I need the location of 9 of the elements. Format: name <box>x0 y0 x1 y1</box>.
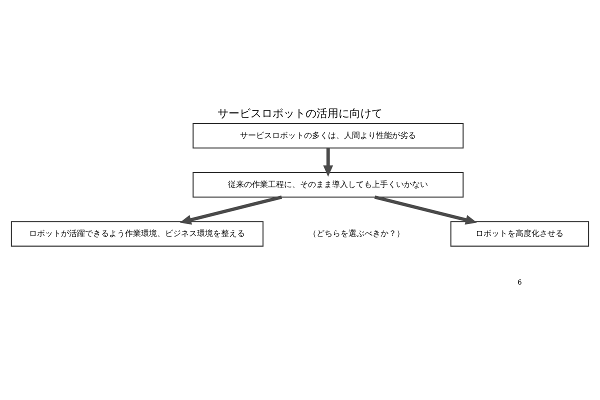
arrow <box>180 194 282 224</box>
label: （どちらを選ぶべきか？） <box>308 228 405 238</box>
node-box: 従来の作業工程に、そのまま導入しても上手くいかない <box>192 172 464 198</box>
node-box: ロボットが活躍できるよう作業環境、ビジネス環境を整える <box>10 220 264 246</box>
diagram-title: サービスロボットの活用に向けて <box>218 106 382 120</box>
arrow <box>374 194 477 224</box>
arrow <box>323 148 334 176</box>
node-box: サービスロボットの多くは、人間より性能が劣る <box>192 122 464 148</box>
node-box: ロボットを高度化させる <box>450 220 590 246</box>
